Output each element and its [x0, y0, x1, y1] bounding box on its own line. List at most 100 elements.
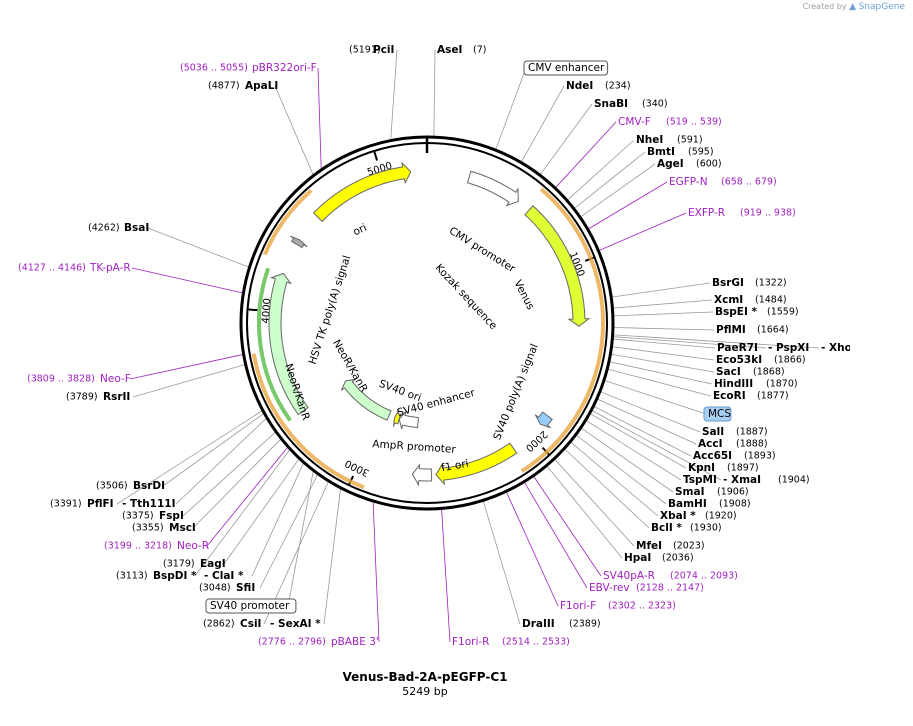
- site-coordinate: (2389): [569, 619, 601, 630]
- feature-arrow: [312, 161, 412, 223]
- snapgene-app-name: SnapGene: [858, 2, 905, 12]
- leader-line: [372, 502, 380, 643]
- feature-arrow: [289, 235, 308, 249]
- site-name: BclI *: [651, 522, 682, 534]
- site-coordinate: (3179): [163, 559, 195, 570]
- leader-line: [482, 501, 521, 625]
- site-coordinate: (2074 .. 2093): [670, 571, 738, 582]
- site-name: BsrDI: [133, 480, 165, 492]
- site-name: SalI: [702, 426, 724, 438]
- plasmid-length: 5249 bp: [402, 685, 448, 698]
- leader-line: [131, 267, 243, 294]
- site-coordinate: (3048): [199, 583, 231, 594]
- site-coordinate: (3375): [122, 511, 154, 522]
- site-name: - XhoI: [821, 342, 850, 354]
- feature-label: ori: [351, 222, 368, 239]
- site-coordinate: (3391): [50, 499, 82, 510]
- leader-line: [613, 334, 820, 349]
- site-name: AseI: [437, 44, 462, 56]
- orf-arcs: [251, 187, 605, 490]
- site-name: - PspXI: [768, 342, 809, 354]
- orf-arc: [520, 187, 605, 474]
- site-name: PaeR7I: [717, 342, 758, 354]
- site-name: SfiI: [236, 582, 255, 594]
- orf-arc: [262, 188, 313, 256]
- feature-label: Kozak sequence: [433, 262, 500, 332]
- leader-line: [600, 391, 701, 433]
- site-name: AccI: [698, 438, 722, 450]
- site-name: AgeI: [657, 158, 684, 170]
- site-coordinate: (519 .. 539): [666, 117, 722, 128]
- leader-line: [287, 471, 314, 607]
- leader-line: [555, 121, 617, 188]
- site-name: BspDI *: [153, 570, 197, 582]
- leader-line: [580, 163, 656, 217]
- leader-line: [533, 476, 602, 577]
- site-coordinate: (658 .. 679): [721, 177, 777, 188]
- orf-arc: [251, 353, 365, 490]
- feature-arrow: [524, 205, 591, 327]
- snapgene-branding: Created by ▲ SnapGene: [803, 2, 905, 12]
- site-name: PciI: [373, 44, 394, 56]
- site-name: SV40 promoter: [210, 600, 290, 612]
- site-name: Neo-R: [177, 540, 209, 552]
- site-coordinate: (1484): [755, 295, 787, 306]
- site-name: PflMI: [716, 324, 746, 336]
- leader-line: [192, 439, 281, 529]
- site-name: - ClaI *: [204, 570, 244, 582]
- site-coordinate: (3355): [132, 523, 164, 534]
- leader-line: [609, 361, 713, 385]
- feature-label: CMV promoter: [447, 225, 518, 276]
- site-coordinate: (4262): [88, 223, 120, 234]
- site-name: HpaI: [624, 552, 651, 564]
- leader-line: [613, 299, 713, 309]
- created-by-text: Created by: [802, 2, 847, 11]
- site-name: BsaI: [124, 222, 149, 234]
- leader-line: [251, 463, 304, 577]
- site-name: NheI: [636, 134, 663, 146]
- site-coordinate: (2302 .. 2323): [608, 601, 676, 612]
- leader-line: [317, 67, 322, 169]
- leader-line: [147, 227, 249, 268]
- site-coordinate: (2023): [673, 541, 705, 552]
- site-coordinate: (600): [696, 159, 722, 170]
- site-name: ApaLI: [245, 80, 278, 92]
- leader-line: [574, 151, 646, 209]
- leader-line: [274, 85, 314, 175]
- feature-label: f1 ori: [440, 458, 469, 475]
- site-coordinate: (1906): [717, 487, 749, 498]
- snapgene-logo-icon: ▲: [849, 2, 857, 12]
- site-name: BmtI: [647, 146, 675, 158]
- leader-line: [611, 353, 715, 373]
- site-coordinate: (340): [642, 99, 668, 110]
- leader-line: [588, 181, 668, 230]
- feature-arrow: [340, 378, 392, 421]
- leader-line: [433, 49, 436, 137]
- feature-arrow: [466, 170, 519, 207]
- site-name: BamHI: [668, 498, 707, 510]
- leader-line: [613, 338, 716, 349]
- leader-line: [576, 434, 667, 505]
- site-coordinate: (3113): [116, 571, 148, 582]
- site-coordinate: (1877): [757, 391, 789, 402]
- site-coordinate: (1559): [767, 307, 799, 318]
- site-coordinate: (591): [677, 135, 703, 146]
- leader-line: [592, 410, 722, 481]
- leader-line: [495, 67, 527, 150]
- site-coordinate: (1887): [736, 427, 768, 438]
- site-coordinate: (1664): [757, 325, 789, 336]
- leader-line: [194, 449, 290, 577]
- leader-line: [116, 410, 263, 505]
- leader-line: [441, 509, 451, 643]
- feature-arrow: [398, 411, 419, 430]
- site-name: F1ori-F: [560, 600, 596, 612]
- leader-line: [554, 459, 635, 547]
- site-name: F1ori-R: [452, 636, 489, 648]
- site-coordinate: (1888): [736, 439, 768, 450]
- site-name: CMV enhancer: [528, 62, 605, 74]
- leader-line: [604, 380, 707, 415]
- leader-line: [567, 139, 635, 201]
- leader-line: [521, 85, 565, 162]
